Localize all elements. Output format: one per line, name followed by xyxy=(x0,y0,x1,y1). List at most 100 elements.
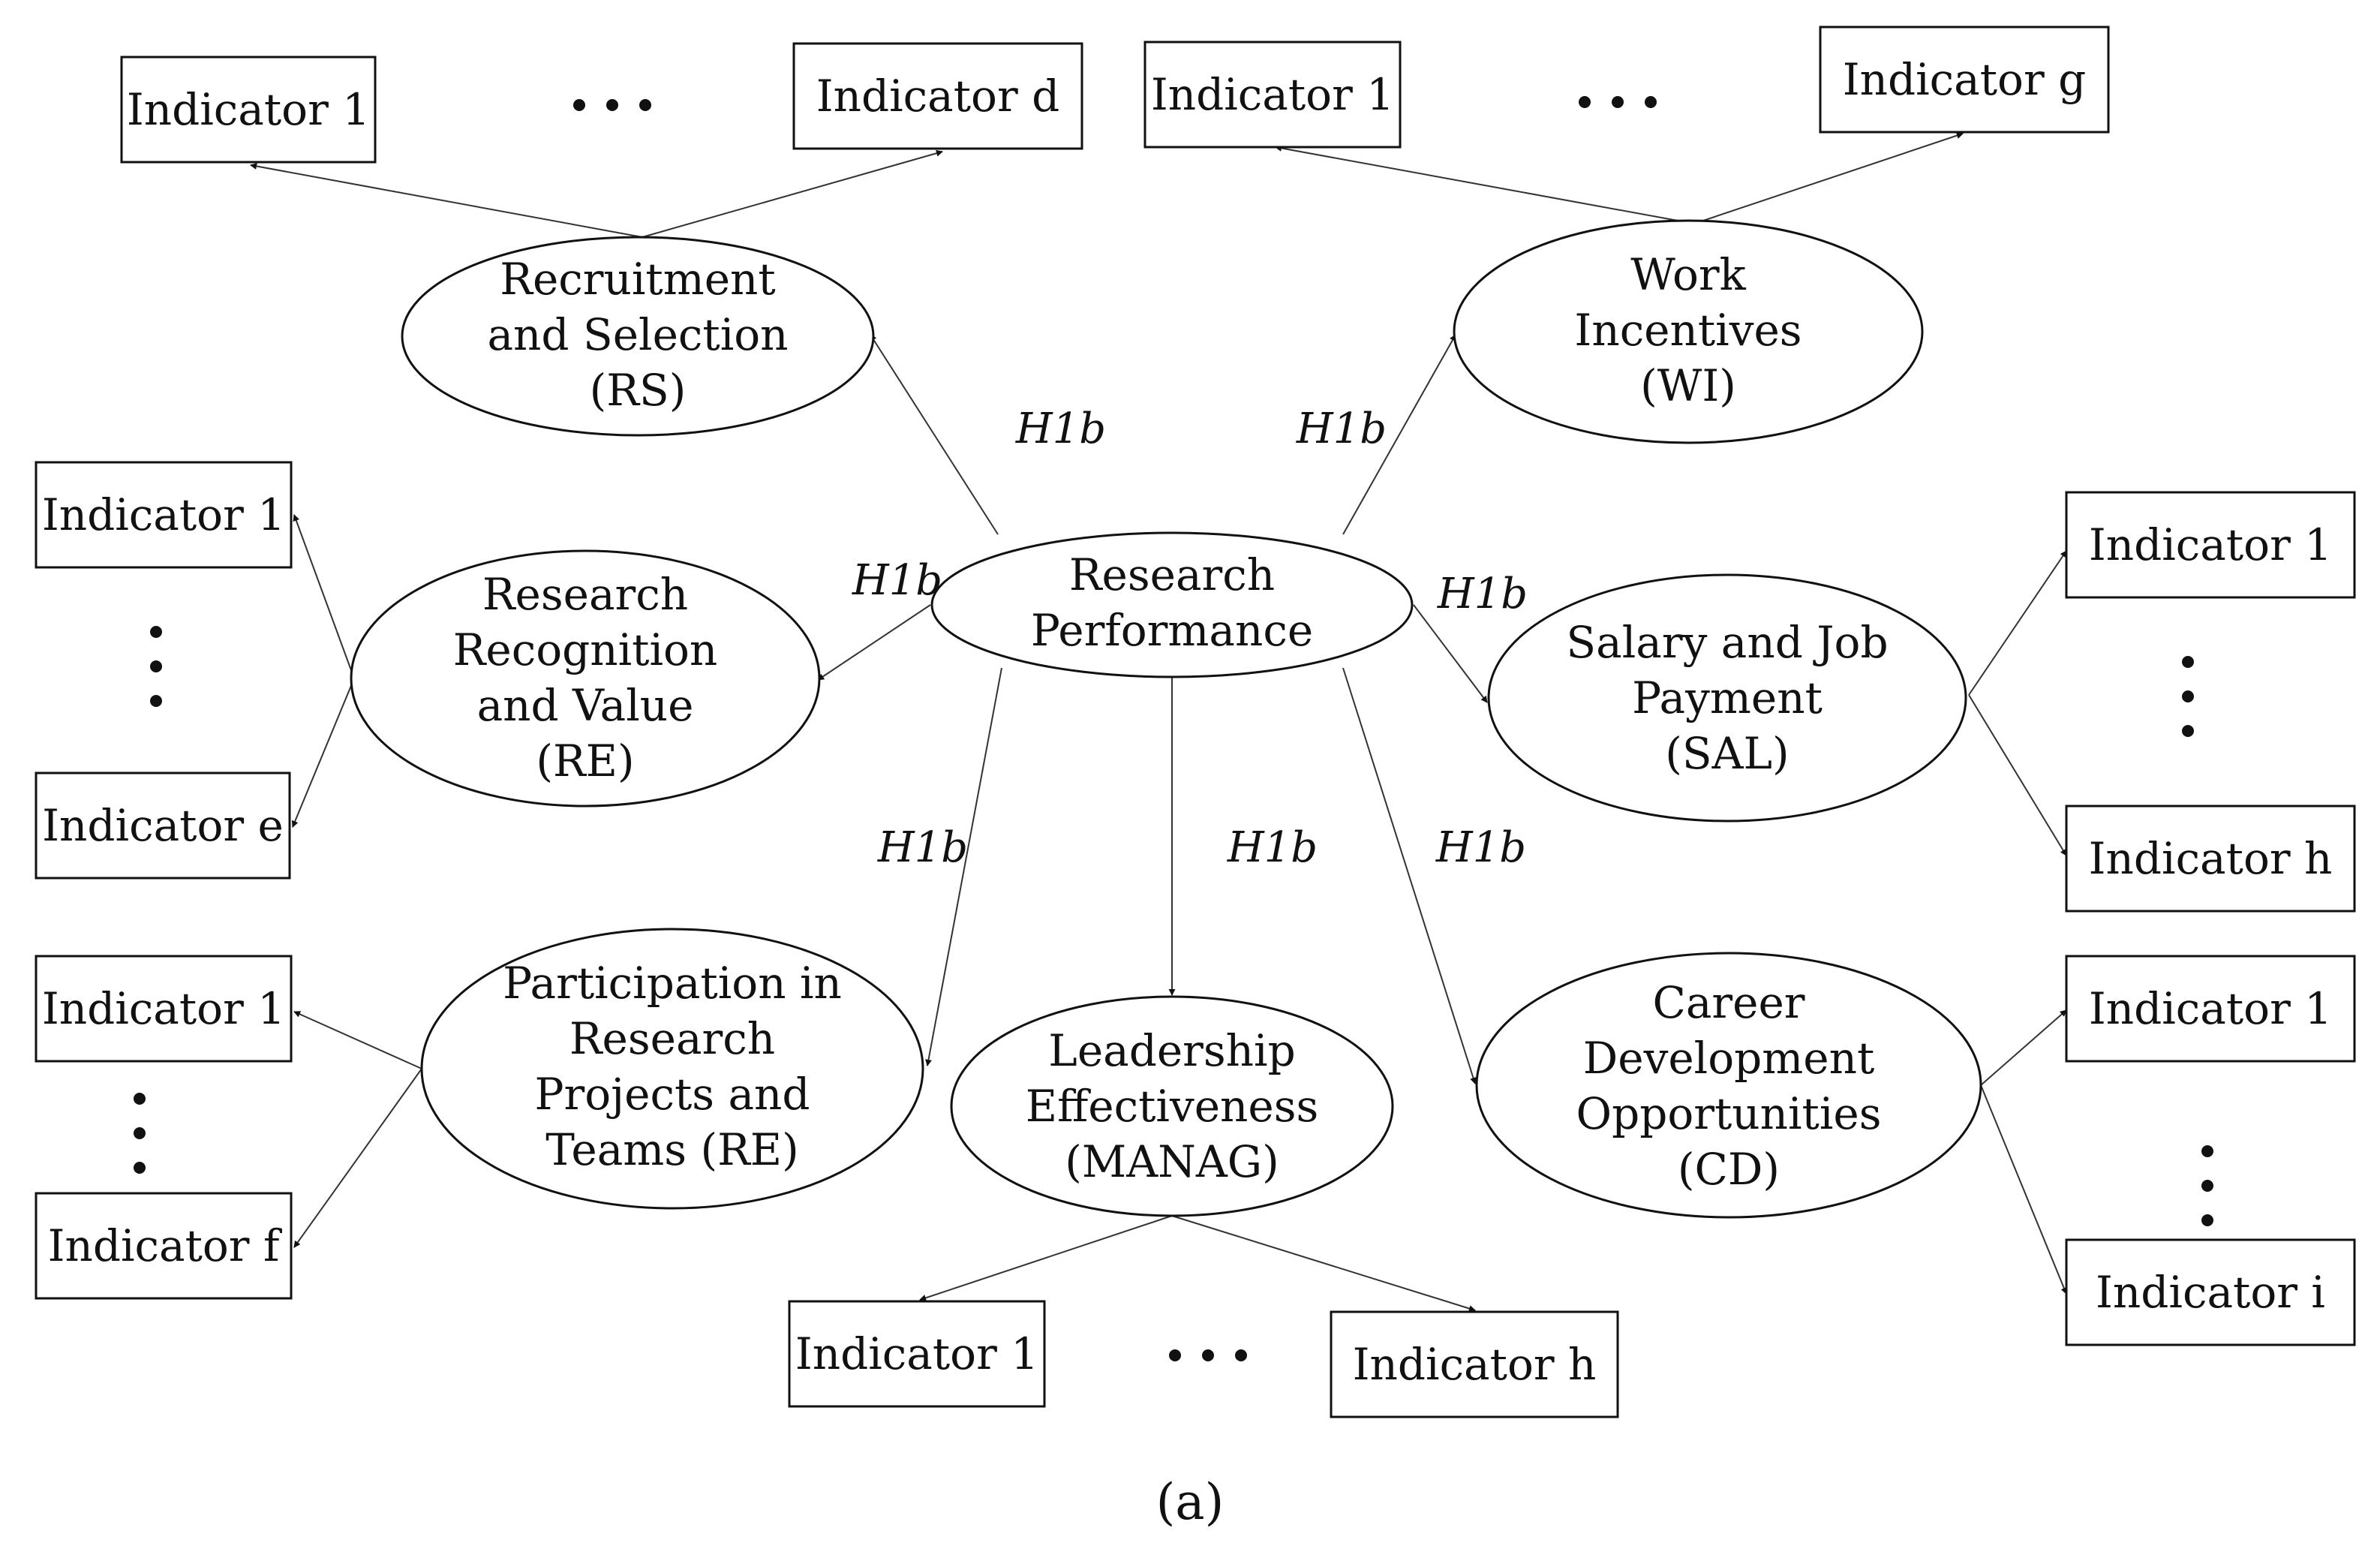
indicator-box: Indicator h xyxy=(1330,1310,1619,1418)
arrow-sal-indicator-1 xyxy=(1968,550,2067,696)
node-label-line: (MANAG) xyxy=(1065,1136,1279,1187)
indicator-boxes: Indicator 1 Indicator d Indicator 1 Indi… xyxy=(35,26,2356,1418)
research-performance-node: Research Performance xyxy=(930,531,1414,678)
node-label-line: Recruitment xyxy=(500,254,775,305)
hypothesis-label-manag: H1b xyxy=(1227,823,1318,872)
indicator-label: Indicator d xyxy=(816,71,1060,122)
ellipsis-dots-vertical xyxy=(2182,656,2194,737)
arrow-sal-indicator-h xyxy=(1968,694,2067,856)
ellipsis-dots-horizontal xyxy=(1579,96,1657,108)
indicator-label: Indicator 1 xyxy=(42,489,285,540)
indicator-box: Indicator 1 xyxy=(788,1300,1046,1408)
arrow-rs-indicator-d xyxy=(642,149,943,238)
node-label-line: (SAL) xyxy=(1665,728,1789,779)
indicator-box: Indicator h xyxy=(2065,805,2356,913)
arrow-cd-indicator-1 xyxy=(1980,1009,2067,1086)
indicator-label: Indicator 1 xyxy=(1151,69,1394,120)
node-label-line: Salary and Job xyxy=(1566,617,1888,668)
node-label-line: Payment xyxy=(1632,672,1823,723)
indicator-label: Indicator f xyxy=(48,1220,282,1271)
recruitment-selection-node: Recruitment and Selection (RS) xyxy=(401,236,875,437)
arrow-center-to-sal xyxy=(1413,604,1488,703)
arrow-center-to-part xyxy=(925,667,1002,1066)
arrow-wi-indicator-1 xyxy=(1275,145,1695,224)
indicator-label: Indicator 1 xyxy=(127,84,370,135)
ellipsis-dots-vertical xyxy=(150,626,162,707)
arrow-manag-indicator-1 xyxy=(919,1215,1173,1301)
arrow-center-to-cd xyxy=(1342,667,1477,1084)
ellipsis-dots-vertical xyxy=(134,1093,146,1174)
node-label-line: Research xyxy=(1069,549,1275,600)
arrow-manag-indicator-h xyxy=(1171,1215,1476,1312)
indicator-label: Indicator h xyxy=(1353,1339,1597,1390)
hypothesis-label-cd: H1b xyxy=(1435,823,1526,872)
indicator-box: Indicator 1 xyxy=(2065,955,2356,1063)
indicator-box: Indicator f xyxy=(35,1192,293,1300)
node-label-line: Research xyxy=(569,1013,775,1064)
arrow-wi-indicator-g xyxy=(1693,132,1964,224)
node-label-line: Development xyxy=(1583,1033,1875,1084)
indicator-box: Indicator 1 xyxy=(2065,491,2356,599)
indicator-label: Indicator i xyxy=(2096,1267,2325,1318)
arrow-re-indicator-e xyxy=(291,678,355,828)
indicator-box: Indicator g xyxy=(1819,26,2110,134)
hypothesis-label-wi: H1b xyxy=(1296,405,1387,453)
indicator-label: Indicator 1 xyxy=(795,1328,1038,1379)
node-label-line: Work xyxy=(1630,249,1746,300)
hypothesis-label-re: H1b xyxy=(852,556,942,605)
node-label-line: (RE) xyxy=(536,735,634,787)
arrow-rs-indicator-1 xyxy=(250,163,643,238)
node-label-line: Opportunities xyxy=(1576,1088,1882,1139)
ellipsis-dots-horizontal xyxy=(1169,1349,1247,1361)
arrow-part-indicator-1 xyxy=(293,1011,422,1069)
leadership-effectiveness-node: Leadership Effectiveness (MANAG) xyxy=(950,995,1394,1217)
node-label-line: Performance xyxy=(1031,605,1313,656)
node-label-line: Leadership xyxy=(1048,1025,1295,1076)
work-incentives-node: Work Incentives (WI) xyxy=(1453,219,1924,444)
indicator-box: Indicator i xyxy=(2065,1238,2356,1346)
indicator-label: Indicator h xyxy=(2089,833,2333,884)
indicator-label: Indicator g xyxy=(1843,54,2087,105)
hypothesis-labels: H1b H1b H1b H1b H1b H1b H1b xyxy=(852,405,1528,872)
arrow-cd-indicator-i xyxy=(1980,1084,2068,1295)
hypothesis-label-rs: H1b xyxy=(1015,405,1106,453)
node-label-line: and Value xyxy=(477,680,694,731)
arrow-part-indicator-f xyxy=(293,1068,422,1248)
node-label-line: and Selection xyxy=(487,309,788,360)
arrow-center-to-wi xyxy=(1342,334,1456,535)
arrow-center-to-rs xyxy=(870,334,999,535)
arrow-re-indicator-1 xyxy=(293,514,355,679)
indicator-box: Indicator 1 xyxy=(35,461,293,569)
node-label-line: (RS) xyxy=(590,365,687,416)
ellipsis-dots-vertical xyxy=(2201,1145,2213,1226)
indicator-box: Indicator 1 xyxy=(120,56,377,164)
node-label-line: (CD) xyxy=(1678,1144,1780,1195)
node-label-line: Effectiveness xyxy=(1026,1081,1319,1132)
figure-caption: (a) xyxy=(1156,1473,1225,1531)
salary-payment-node: Salary and Job Payment (SAL) xyxy=(1487,573,1967,823)
ellipsis-dots-horizontal xyxy=(573,99,651,111)
indicator-box: Indicator e xyxy=(35,771,291,880)
node-label-line: Career xyxy=(1652,977,1805,1028)
node-label-line: Teams (RE) xyxy=(545,1124,799,1175)
connectors xyxy=(250,132,2068,1312)
node-label-line: Projects and xyxy=(534,1069,810,1120)
participation-projects-node: Participation in Research Projects and T… xyxy=(420,928,924,1210)
arrow-center-to-re xyxy=(817,604,931,681)
indicator-label: Indicator 1 xyxy=(2089,519,2332,570)
node-label-line: Research xyxy=(482,569,688,620)
indicator-box: Indicator 1 xyxy=(1143,41,1402,149)
node-label-line: Incentives xyxy=(1574,305,1802,356)
career-development-node: Career Development Opportunities (CD) xyxy=(1475,952,1982,1219)
node-label-line: (WI) xyxy=(1640,360,1736,411)
indicator-label: Indicator 1 xyxy=(42,983,285,1034)
indicator-box: Indicator d xyxy=(792,42,1083,150)
indicator-label: Indicator e xyxy=(42,800,284,851)
hypothesis-label-sal: H1b xyxy=(1437,570,1528,618)
hypothesis-label-part: H1b xyxy=(877,823,968,872)
indicator-label: Indicator 1 xyxy=(2089,983,2332,1034)
ellipsis-dots xyxy=(134,96,2213,1361)
node-label-line: Recognition xyxy=(453,624,718,675)
research-recognition-node: Research Recognition and Value (RE) xyxy=(350,549,821,808)
